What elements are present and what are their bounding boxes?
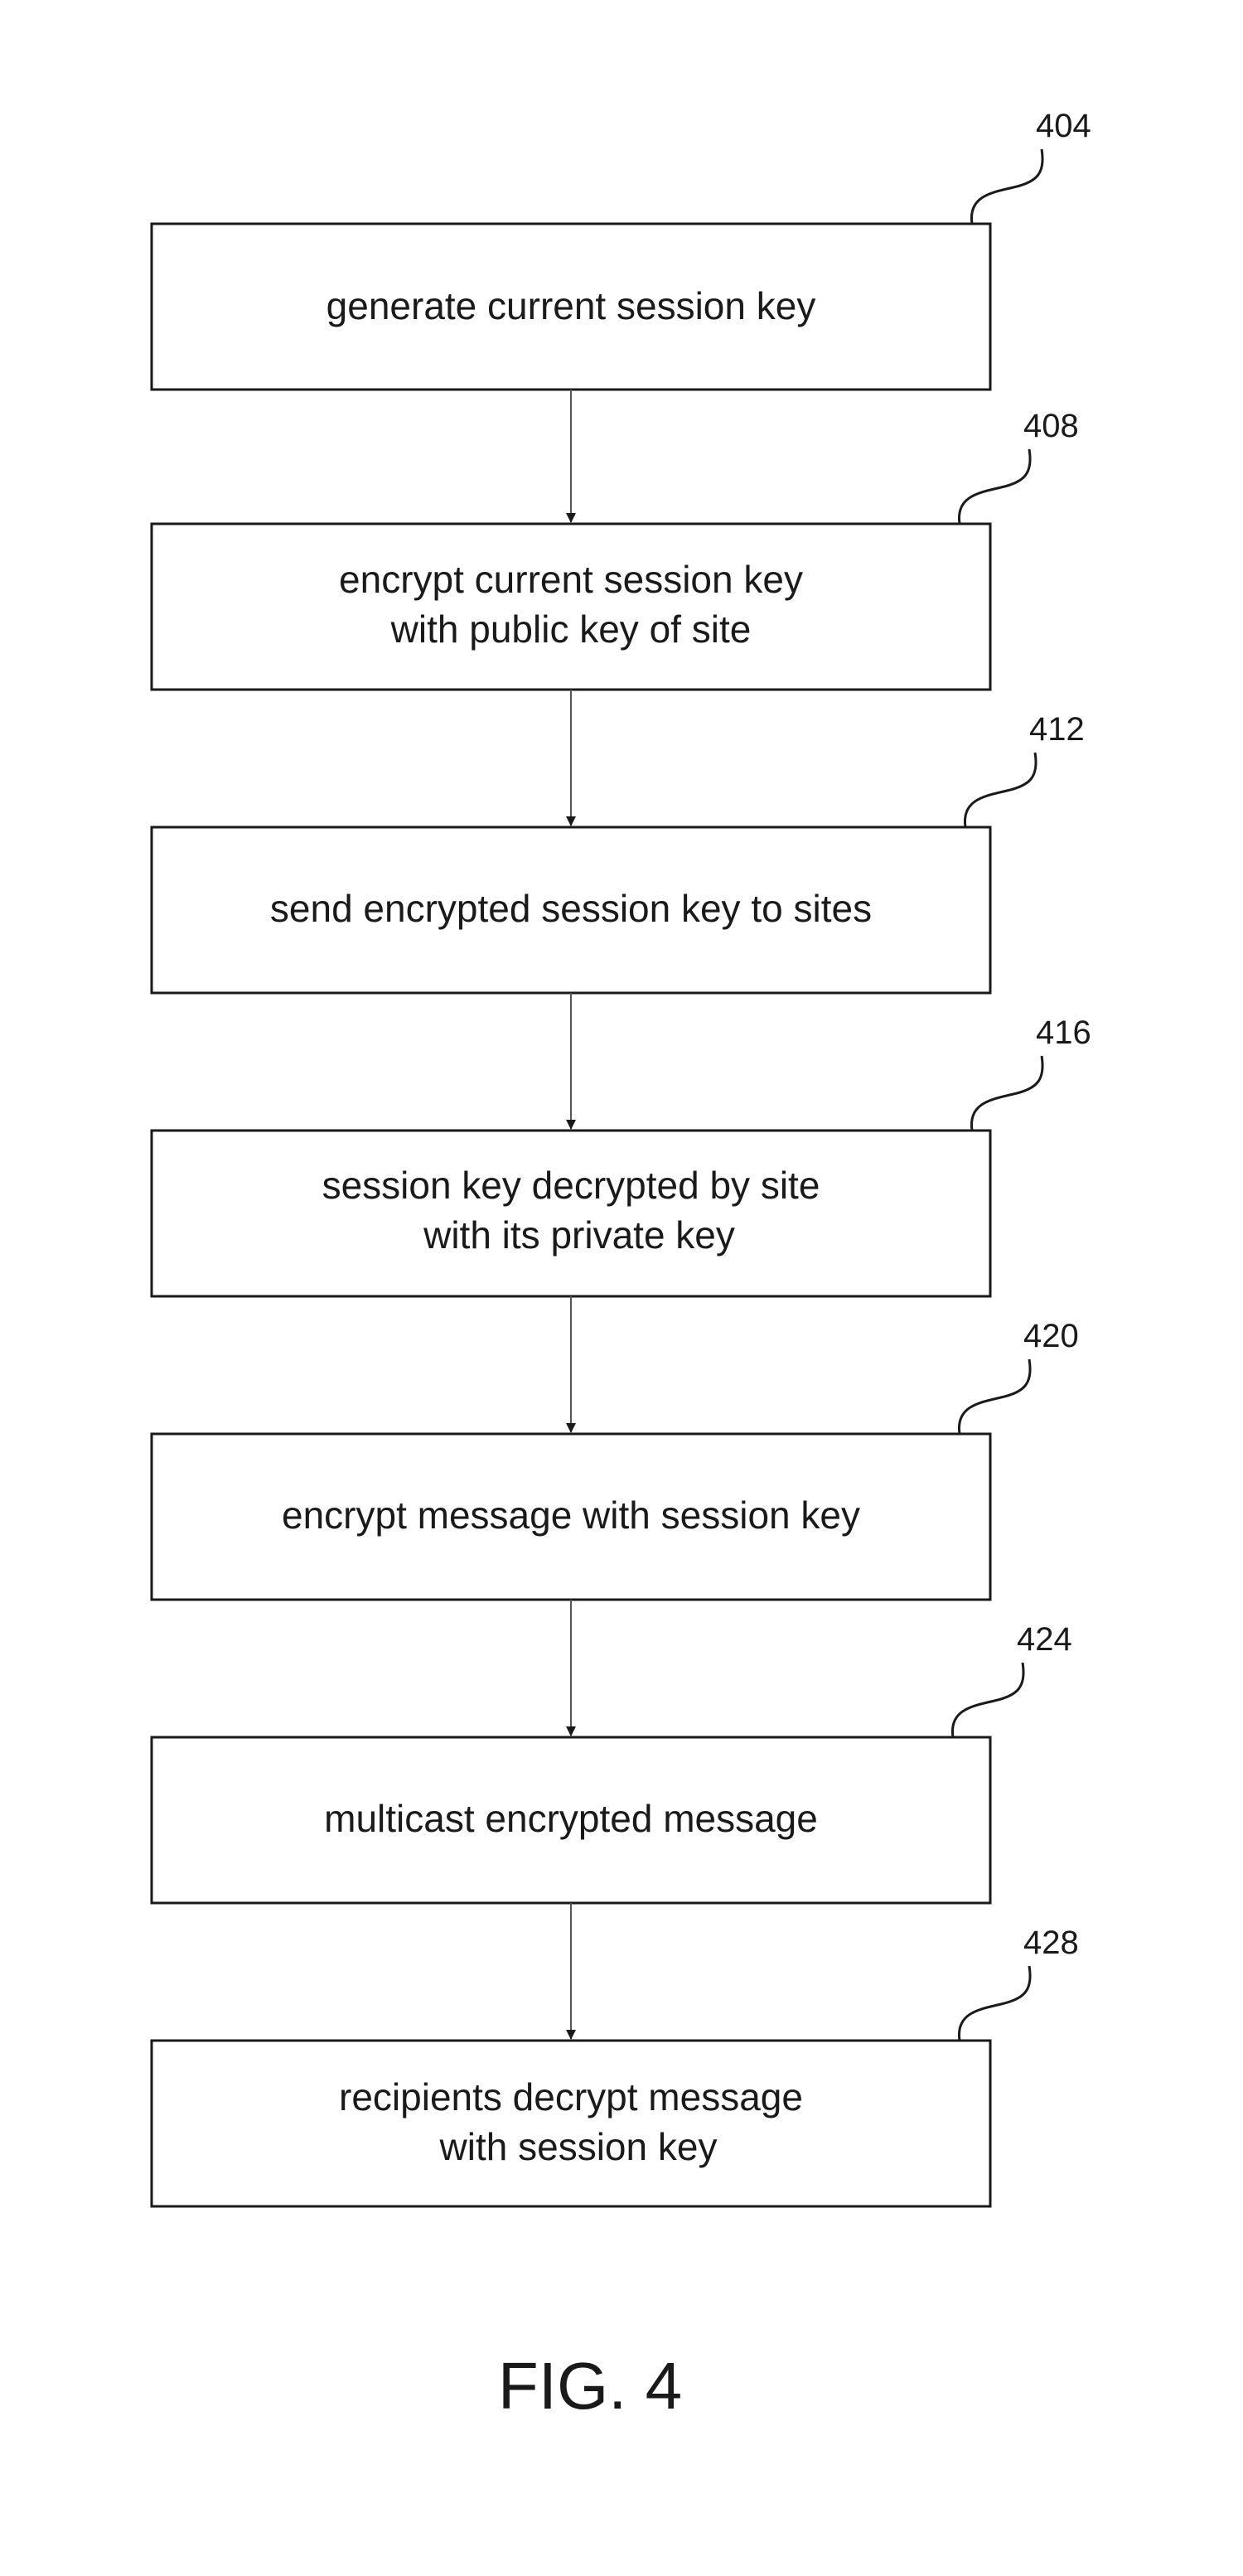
reference-numeral: 416 — [1036, 1014, 1091, 1051]
reference-leader — [971, 1056, 1042, 1131]
reference-leader — [965, 753, 1036, 827]
reference-leader — [971, 149, 1042, 224]
reference-numeral: 428 — [1023, 1925, 1079, 1961]
reference-numeral: 412 — [1029, 711, 1085, 748]
step-label-line: encrypt current session key — [339, 558, 803, 601]
step-412: send encrypted session key to sites 412 — [152, 711, 1085, 993]
reference-numeral: 424 — [1017, 1621, 1072, 1658]
step-box — [152, 2041, 990, 2206]
reference-leader — [952, 1663, 1023, 1737]
step-label-line: generate current session key — [326, 284, 816, 327]
step-424: multicast encrypted message 424 — [152, 1621, 1072, 1903]
step-label-line: send encrypted session key to sites — [270, 887, 872, 930]
reference-numeral: 408 — [1023, 408, 1079, 444]
step-label-line: encrypt message with session key — [282, 1494, 860, 1537]
reference-numeral: 404 — [1036, 108, 1091, 144]
step-label-line: multicast encrypted message — [324, 1797, 818, 1840]
step-label-line: recipients decrypt message — [339, 2075, 803, 2118]
reference-leader — [959, 1966, 1030, 2041]
step-416: session key decrypted by site with its p… — [152, 1014, 1091, 1296]
step-404: generate current session key 404 — [152, 108, 1091, 390]
step-label-line: with its private key — [423, 1213, 735, 1257]
reference-leader — [959, 449, 1030, 524]
reference-leader — [959, 1359, 1030, 1434]
step-label-line: with public key of site — [390, 608, 752, 651]
step-420: encrypt message with session key 420 — [152, 1318, 1079, 1600]
reference-numeral: 420 — [1023, 1318, 1079, 1354]
step-box — [152, 524, 990, 690]
step-label-line: session key decrypted by site — [322, 1164, 820, 1207]
step-label-line: with session key — [439, 2125, 718, 2168]
step-408: encrypt current session key with public … — [152, 408, 1079, 690]
figure-caption: FIG. 4 — [498, 2349, 682, 2423]
step-428: recipients decrypt message with session … — [152, 1925, 1079, 2206]
